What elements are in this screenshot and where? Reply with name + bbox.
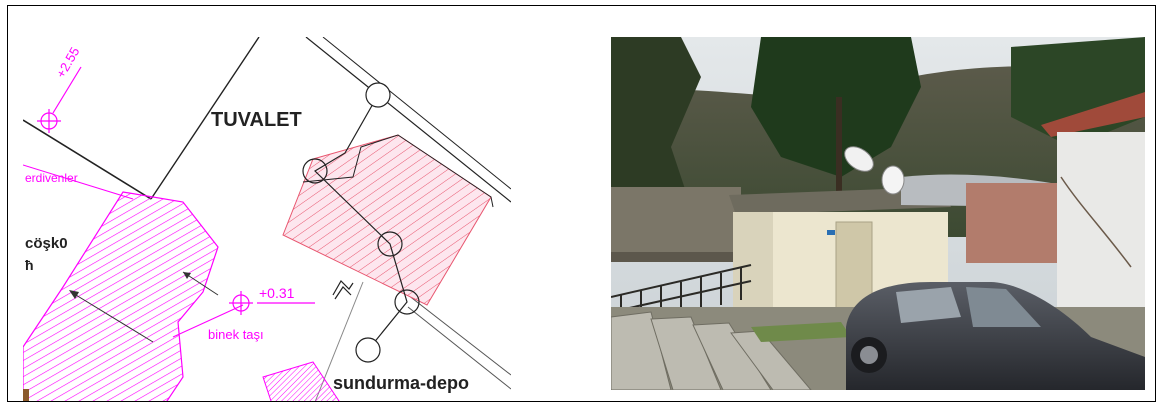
plan-stairs-hatched: [23, 191, 219, 401]
plan-wall-line: [407, 306, 511, 390]
house-roof: [1041, 92, 1145, 137]
figure-frame: TUVALET erdivenler cöşk0 ħ binek taşı +0…: [7, 5, 1156, 402]
satellite-dish: [844, 146, 874, 172]
tree-left: [611, 37, 701, 227]
label-elevation-mid: +0.31: [259, 285, 295, 301]
garden-wall: [611, 187, 741, 257]
label-binek-tasi: binek taşı: [208, 327, 264, 342]
plan-node: [394, 289, 420, 315]
parked-car: [846, 282, 1145, 390]
plan-node: [355, 337, 381, 363]
stair-symbol-icon: [332, 280, 354, 300]
plan-wall-line: [23, 119, 152, 200]
plan-wall-line: [407, 294, 511, 376]
plan-building-outline: [302, 134, 494, 208]
plan-stairs-dense: [262, 361, 340, 401]
site-photograph: [611, 37, 1145, 390]
plan-building-hatched: [282, 134, 492, 306]
label-tuvalet: TUVALET: [211, 109, 302, 131]
plan-wall-line: [150, 37, 260, 200]
elevation-marker-top: [37, 66, 82, 133]
label-sundurma-depo: sundurma-depo: [333, 373, 470, 393]
brick-wall: [966, 183, 1066, 263]
satellite-dish: [881, 165, 905, 195]
elevation-marker-mid: [229, 291, 315, 315]
plan-node: [302, 158, 328, 184]
plan-node: [377, 231, 403, 257]
plan-wall-line: [305, 37, 511, 203]
plan-node: [365, 82, 391, 108]
label-kosk-2: ħ: [25, 257, 34, 273]
stone-steps: [611, 311, 812, 390]
plan-wall-line: [322, 37, 511, 190]
photo-svg: [611, 37, 1145, 390]
label-kosk: cöşk0: [25, 235, 68, 252]
label-erdivenler: erdivenler: [25, 171, 78, 185]
plan-svg: [23, 37, 511, 401]
site-plan-drawing: TUVALET erdivenler cöşk0 ħ binek taşı +0…: [23, 37, 511, 401]
plan-node-chain: [314, 94, 408, 351]
